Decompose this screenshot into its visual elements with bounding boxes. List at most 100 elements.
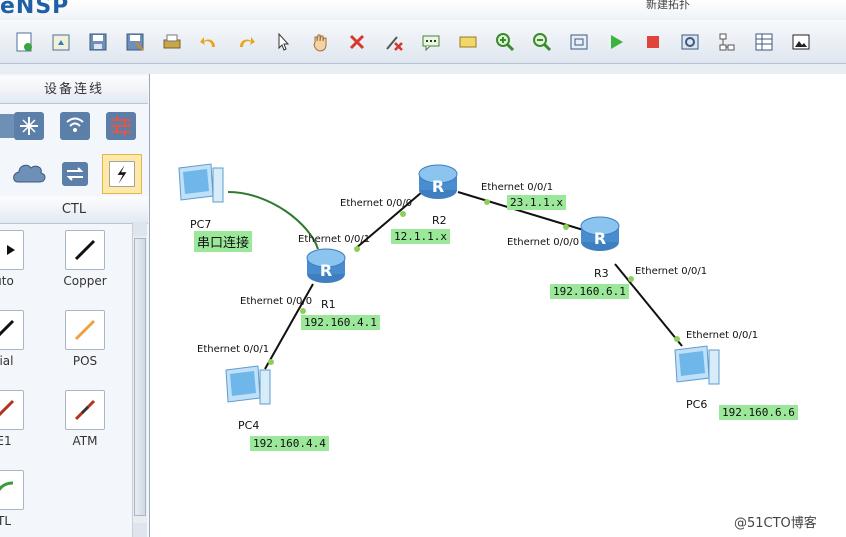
redo-icon[interactable]	[232, 28, 260, 56]
new-topology-icon[interactable]	[10, 28, 38, 56]
pc6-device[interactable]	[671, 344, 723, 393]
pc4-device[interactable]	[222, 364, 274, 413]
address-label: 192.160.4.4	[250, 436, 329, 451]
app-title: eNSP	[0, 0, 70, 19]
device-label-r3: R3	[594, 267, 609, 280]
port-dot	[300, 308, 306, 314]
panel-scrollbar[interactable]	[132, 222, 147, 537]
pc-icon	[674, 345, 720, 385]
serial-link-label: 串口连接	[194, 231, 253, 252]
r3-interface-label: Ethernet 0/0/1	[635, 266, 708, 277]
router-icon: R	[580, 216, 620, 251]
device-category-firewall-icon[interactable]	[102, 108, 140, 144]
cable-label: POS	[72, 354, 98, 368]
pc-icon	[178, 163, 224, 203]
cable-label: TL	[0, 514, 11, 528]
topology-canvas[interactable]: PC7 串口连接 R R1 R R2 R R3 PC4 PC6 Ethernet…	[150, 74, 846, 537]
zoom-out-icon[interactable]	[528, 28, 556, 56]
device-label-pc6: PC6	[686, 398, 708, 411]
svg-text:R: R	[594, 229, 606, 248]
device-label-r2: R2	[432, 214, 447, 227]
select-pointer-icon[interactable]	[269, 28, 297, 56]
port-dot	[674, 336, 680, 342]
toolbar	[0, 20, 846, 64]
r2-interface-label: Ethernet 0/0/0	[340, 198, 413, 209]
print-icon[interactable]	[158, 28, 186, 56]
cable-label: Copper	[63, 274, 107, 288]
delete-link-icon[interactable]	[380, 28, 408, 56]
address-label: 12.1.1.x	[391, 229, 450, 244]
save-icon[interactable]	[84, 28, 112, 56]
address-label: 192.160.6.1	[550, 284, 629, 299]
scroll-up-button[interactable]	[133, 222, 147, 236]
stop-device-icon[interactable]	[639, 28, 667, 56]
link-r3-pc6[interactable]	[614, 263, 683, 347]
pc4-interface-label: Ethernet 0/0/1	[197, 344, 270, 355]
zoom-in-icon[interactable]	[491, 28, 519, 56]
save-as-icon[interactable]	[121, 28, 149, 56]
port-dot	[268, 359, 274, 365]
device-category-hub-icon[interactable]	[56, 156, 94, 192]
device-category-cloud-icon[interactable]	[10, 156, 48, 192]
delete-icon[interactable]	[343, 28, 371, 56]
scroll-down-button[interactable]	[133, 523, 147, 537]
device-category-wlan-icon[interactable]	[56, 108, 94, 144]
scroll-thumb[interactable]	[134, 238, 146, 516]
link-r1-r2[interactable]	[354, 191, 423, 250]
r3-router[interactable]: R	[579, 214, 621, 257]
link-r1-pc4[interactable]	[264, 283, 314, 370]
link-pc7-r1-serial[interactable]	[227, 191, 319, 250]
port-dot	[400, 211, 406, 217]
toolbar-divider	[0, 64, 846, 74]
ctl-section-title: CTL	[0, 196, 148, 224]
capture-icon[interactable]	[676, 28, 704, 56]
port-dot	[628, 276, 634, 282]
undo-icon[interactable]	[195, 28, 223, 56]
device-category-router-icon[interactable]	[0, 108, 20, 144]
r1-interface-label: Ethernet 0/0/0	[240, 296, 313, 307]
pc6-interface-label: Ethernet 0/0/1	[686, 330, 759, 341]
device-label-pc4: PC4	[238, 419, 260, 432]
svg-text:R: R	[320, 261, 332, 280]
cable-auto[interactable]: uto	[0, 230, 34, 288]
document-title: 新建拓扑	[646, 0, 690, 11]
grid-icon[interactable]	[750, 28, 778, 56]
cable-ctl[interactable]: TL	[0, 470, 34, 528]
port-dot	[484, 199, 490, 205]
pc7-device[interactable]	[175, 162, 227, 211]
r2-router[interactable]: R	[417, 162, 459, 205]
r1-router[interactable]: R	[305, 246, 347, 289]
device-category-cable-icon[interactable]	[102, 154, 142, 194]
cable-label: E1	[0, 434, 12, 448]
device-category-switch-icon[interactable]	[10, 108, 48, 144]
rectangle-icon[interactable]	[454, 28, 482, 56]
svg-text:R: R	[432, 177, 444, 196]
screenshot-icon[interactable]	[787, 28, 815, 56]
open-icon[interactable]	[47, 28, 75, 56]
device-label-pc7: PC7	[190, 218, 212, 231]
cable-pos[interactable]: POS	[55, 310, 115, 368]
cable-label: ATM	[72, 434, 98, 448]
port-dot	[563, 224, 569, 230]
port-dot	[354, 246, 360, 252]
pan-hand-icon[interactable]	[306, 28, 334, 56]
router-icon: R	[306, 248, 346, 283]
links-layer	[227, 191, 683, 370]
r2-interface-label: Ethernet 0/0/1	[481, 182, 554, 193]
fit-window-icon[interactable]	[565, 28, 593, 56]
r1-interface-label: Ethernet 0/0/1	[298, 234, 371, 245]
cable-e1[interactable]: E1	[0, 390, 34, 448]
device-label-r1: R1	[321, 298, 336, 311]
address-label: 192.160.6.6	[719, 405, 798, 420]
pc-icon	[225, 365, 271, 405]
topology-icon[interactable]	[713, 28, 741, 56]
text-note-icon[interactable]	[417, 28, 445, 56]
start-device-icon[interactable]	[602, 28, 630, 56]
r3-interface-label: Ethernet 0/0/0	[507, 237, 580, 248]
device-section-title: 设备连线	[0, 76, 148, 104]
cable-copper[interactable]: Copper	[55, 230, 115, 288]
cable-atm[interactable]: ATM	[55, 390, 115, 448]
